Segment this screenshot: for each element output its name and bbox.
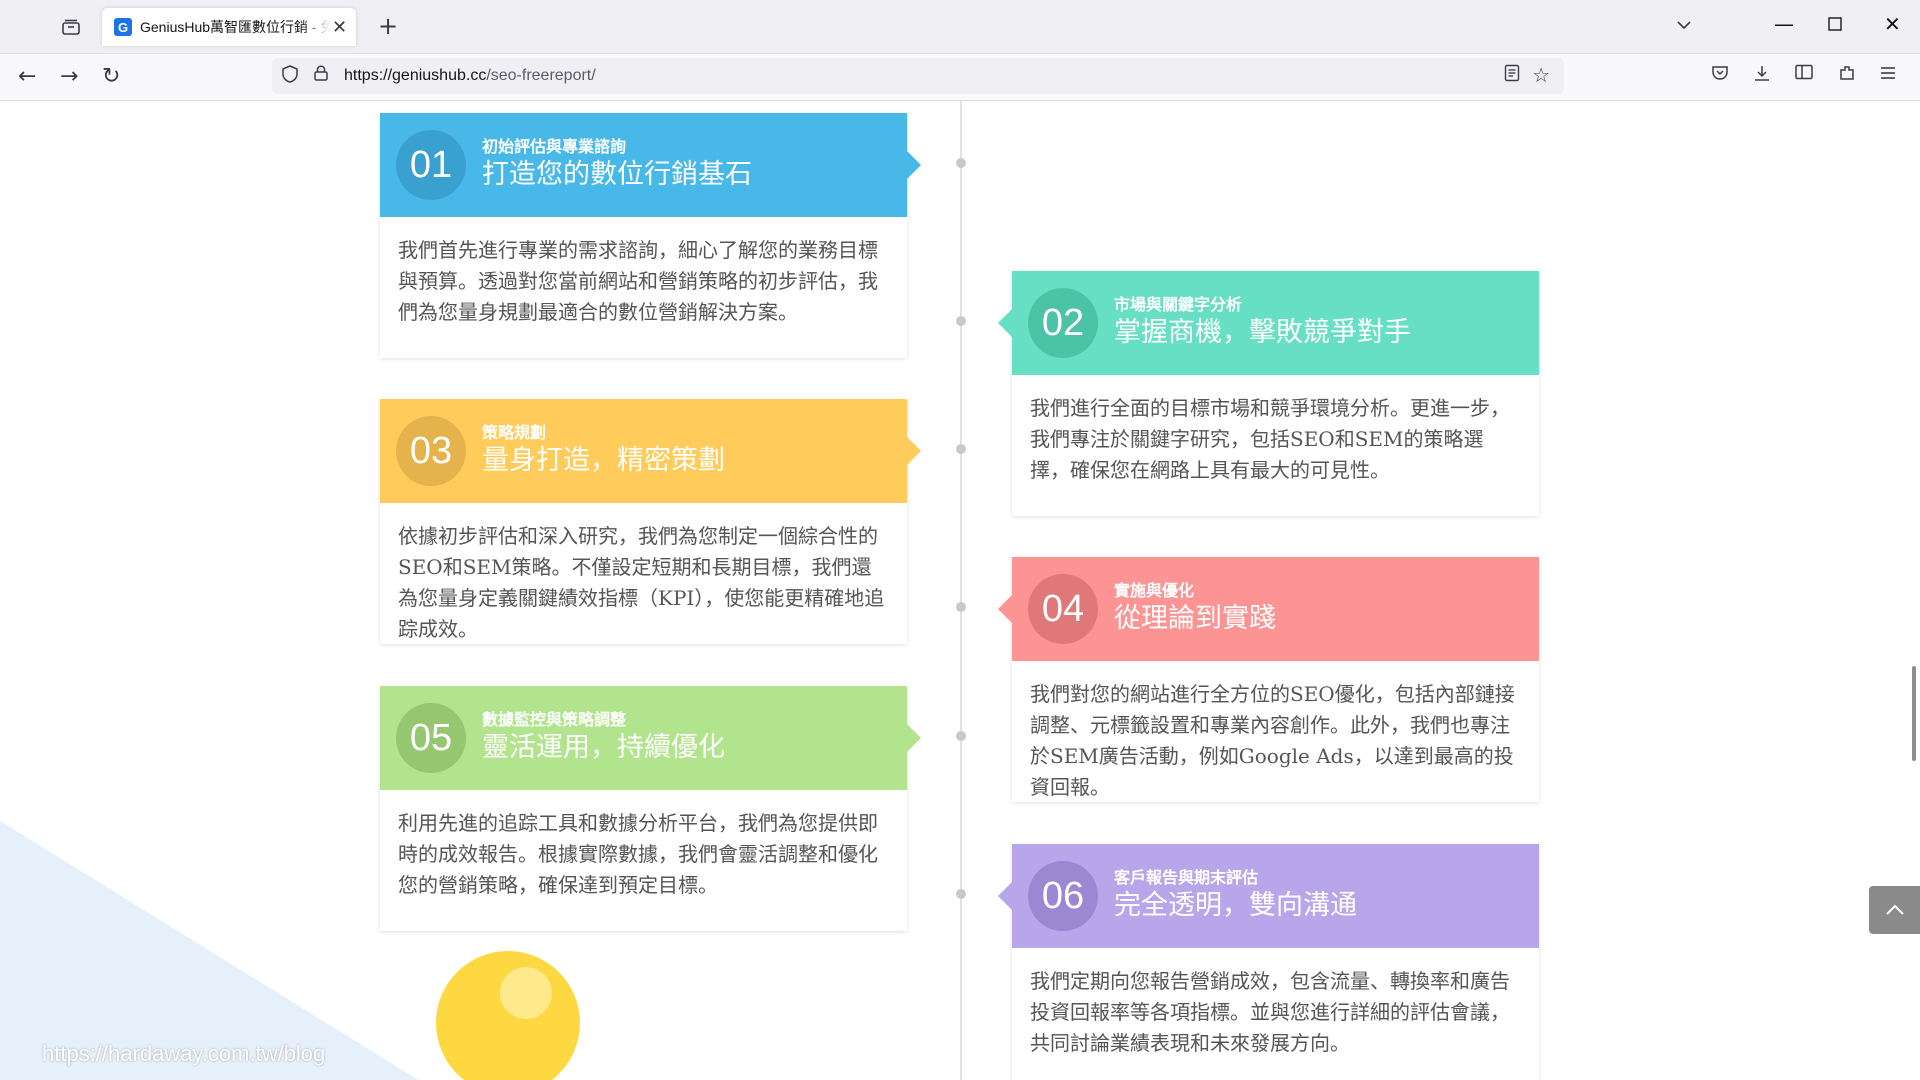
lightbulb-icon [436,951,580,1080]
background-decoration [0,821,420,1080]
downloads-icon[interactable] [1753,64,1771,87]
reload-button[interactable]: ↻ [102,64,121,89]
step-description: 我們首先進行專業的需求諮詢，細心了解您的業務目標與預算。透過對您當前網站和營銷策… [398,238,878,324]
step-subtitle: 策略規劃 [482,423,547,442]
step-description: 依據初步評估和深入研究，我們為您制定一個綜合性的SEO和SEM策略。不僅設定短期… [398,524,885,641]
step-header: 04 實施與優化 從理論到實踐 [998,557,1539,661]
timeline-dot [956,731,966,741]
browser-tab-active[interactable]: G GeniusHub萬智匯數位行銷 - 免 ✕ [102,8,356,46]
navigation-toolbar: ← → ↻ https://geniushub.cc/seo-freerepor… [0,54,1920,101]
timeline-dot [956,889,966,899]
step-header: 02 市場與關鍵字分析 掌握商機，擊敗競爭對手 [998,271,1539,375]
step-card-06: 06 客戶報告與期末評估 完全透明，雙向溝通 我們定期向您報告營銷成效，包含流量… [998,844,1539,1080]
pointer-arrow [998,882,1012,910]
step-subtitle: 初始評估與專業諮詢 [482,137,627,156]
step-subtitle: 客戶報告與期末評估 [1114,868,1259,887]
tracking-protection-shield-icon[interactable] [282,65,298,88]
timeline-line [960,101,962,1080]
tab-list-icon[interactable] [58,14,84,40]
forward-button[interactable]: → [60,64,79,89]
step-title: 打造您的數位行銷基石 [482,159,752,190]
step-header: 03 策略規劃 量身打造，精密策劃 [380,399,921,503]
url-text: https://geniushub.cc/seo-freereport/ [344,67,596,85]
new-tab-button[interactable]: + [378,12,399,40]
reader-view-icon[interactable] [1504,64,1520,87]
url-path: /seo-freereport/ [486,67,596,84]
step-number: 06 [1028,861,1098,931]
app-menu-icon[interactable] [1880,64,1896,85]
step-description: 我們進行全面的目標市場和競爭環境分析。更進一步，我們專注於關鍵字研究，包括SEO… [1030,396,1510,482]
step-subtitle: 實施與優化 [1114,581,1195,600]
step-description: 我們對您的網站進行全方位的SEO優化，包括內部鏈接調整、元標籤設置和專業內容創作… [1030,682,1515,799]
step-number: 01 [396,130,466,200]
step-card-04: 04 實施與優化 從理論到實踐 我們對您的網站進行全方位的SEO優化，包括內部鏈… [998,557,1539,802]
tab-close-icon[interactable]: ✕ [332,16,348,38]
step-card-01: 01 初始評估與專業諮詢 打造您的數位行銷基石 我們首先進行專業的需求諮詢，細心… [380,113,921,358]
pointer-arrow [998,595,1012,623]
tab-title: GeniusHub萬智匯數位行銷 - 免 [140,19,330,35]
pointer-arrow [998,309,1012,337]
step-description: 我們定期向您報告營銷成效，包含流量、轉換率和廣告投資回報率等各項指標。並與您進行… [1030,969,1510,1055]
url-host: https://geniushub.cc [344,67,487,84]
step-header: 05 數據監控與策略調整 靈活運用，持續優化 [380,686,921,790]
step-number: 04 [1028,574,1098,644]
step-card-05: 05 數據監控與策略調整 靈活運用，持續優化 利用先進的追踪工具和數據分析平台，… [380,686,921,931]
scrollbar-thumb[interactable] [1912,666,1916,761]
step-title: 從理論到實踐 [1114,603,1276,634]
back-to-top-button[interactable] [1869,886,1920,934]
maximize-button[interactable] [1828,12,1842,36]
step-subtitle: 市場與關鍵字分析 [1114,295,1243,314]
page-content: 01 初始評估與專業諮詢 打造您的數位行銷基石 我們首先進行專業的需求諮詢，細心… [0,101,1920,1080]
step-subtitle: 數據監控與策略調整 [482,710,627,729]
sidebar-icon[interactable] [1795,64,1813,85]
pointer-arrow [907,151,921,179]
step-header: 01 初始評估與專業諮詢 打造您的數位行銷基石 [380,113,921,217]
window-close-button[interactable]: ✕ [1884,12,1901,36]
lightbulb-highlight [500,967,552,1019]
tab-bar: G GeniusHub萬智匯數位行銷 - 免 ✕ + — ✕ [0,0,1920,54]
step-number: 02 [1028,288,1098,358]
step-number: 03 [396,416,466,486]
step-header: 06 客戶報告與期末評估 完全透明，雙向溝通 [998,844,1539,948]
back-button[interactable]: ← [18,64,37,89]
timeline-dot [956,316,966,326]
bookmark-star-icon[interactable]: ☆ [1532,63,1550,87]
watermark-text: https://hardaway.com.tw/blog [42,1041,326,1066]
pointer-arrow [907,724,921,752]
step-title: 掌握商機，擊敗競爭對手 [1114,317,1411,348]
tab-dropdown-icon[interactable] [1676,14,1692,35]
step-card-03: 03 策略規劃 量身打造，精密策劃 依據初步評估和深入研究，我們為您制定一個綜合… [380,399,921,644]
site-favicon-icon: G [114,18,132,36]
step-card-02: 02 市場與關鍵字分析 掌握商機，擊敗競爭對手 我們進行全面的目標市場和競爭環境… [998,271,1539,516]
step-description: 利用先進的追踪工具和數據分析平台，我們為您提供即時的成效報告。根據實際數據，我們… [398,811,878,897]
step-number: 05 [396,703,466,773]
timeline-dot [956,602,966,612]
step-title: 靈活運用，持續優化 [482,732,725,763]
address-bar[interactable]: https://geniushub.cc/seo-freereport/ ☆ [272,58,1564,94]
minimize-button[interactable]: — [1774,12,1794,36]
timeline-dot [956,158,966,168]
timeline-dot [956,444,966,454]
step-title: 完全透明，雙向溝通 [1114,890,1357,921]
step-title: 量身打造，精密策劃 [482,445,725,476]
pointer-arrow [907,437,921,465]
pocket-icon[interactable] [1711,64,1729,87]
lock-icon[interactable] [314,65,328,85]
extensions-icon[interactable] [1838,64,1856,87]
